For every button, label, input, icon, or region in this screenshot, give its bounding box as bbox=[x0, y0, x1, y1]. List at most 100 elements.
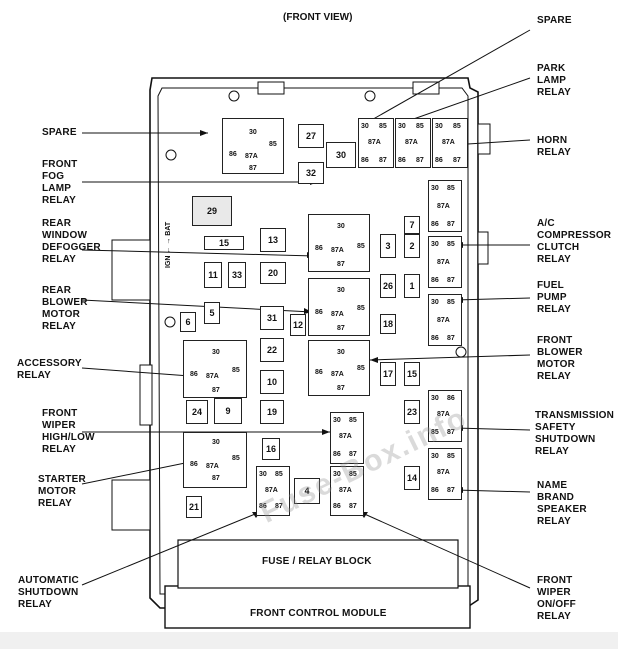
pin-30: 30 bbox=[431, 395, 439, 402]
label-front-wiper-on-off-relay: FRONT WIPER ON/OFF RELAY bbox=[537, 575, 576, 622]
fuse-22: 22 bbox=[260, 338, 284, 362]
label-ac-compressor-clutch-relay: A/C COMPRESSOR CLUTCH RELAY bbox=[537, 218, 612, 265]
pin-86: 86 bbox=[229, 151, 237, 158]
label-park-lamp-relay: PARK LAMP RELAY bbox=[537, 63, 571, 98]
fuse-26: 26 bbox=[380, 274, 396, 298]
pin-87: 87 bbox=[212, 387, 220, 394]
fuse-7: 7 bbox=[404, 216, 420, 234]
pin-85: 85 bbox=[232, 367, 240, 374]
pin-87: 87 bbox=[349, 503, 357, 510]
fuse-15: 15 bbox=[204, 236, 244, 250]
pin-30: 30 bbox=[337, 349, 345, 356]
view-title: (FRONT VIEW) bbox=[283, 12, 353, 23]
relay-starter-motor: 30 86 87A 85 87 bbox=[183, 432, 247, 488]
fuse-14: 14 bbox=[404, 466, 420, 490]
pin-87: 87 bbox=[275, 503, 283, 510]
fuse-1: 1 bbox=[404, 274, 420, 298]
pin-30: 30 bbox=[398, 123, 406, 130]
pin-87: 87 bbox=[337, 261, 345, 268]
pin-30: 30 bbox=[333, 471, 341, 478]
relay-accessory: 30 86 87A 85 87 bbox=[183, 340, 247, 398]
label-front-fog-lamp-relay: FRONT FOG LAMP RELAY bbox=[42, 159, 78, 206]
relay-front-wiper-high-low: 30 85 87A 86 87 bbox=[330, 412, 364, 464]
pin-85: 85 bbox=[453, 123, 461, 130]
fuse-18: 18 bbox=[380, 314, 396, 334]
fuse-29: 29 bbox=[192, 196, 232, 226]
pin-87a: 87A bbox=[437, 411, 450, 418]
pin-86: 86 bbox=[431, 277, 439, 284]
relay-fuel-pump: 30 85 87A 86 87 bbox=[428, 294, 462, 346]
pin-85: 85 bbox=[269, 141, 277, 148]
relay-automatic-shutdown: 30 85 87A 86 87 bbox=[256, 466, 290, 516]
pin-30: 30 bbox=[431, 453, 439, 460]
pin-87: 87 bbox=[447, 277, 455, 284]
pin-30: 30 bbox=[212, 439, 220, 446]
fuse-24: 24 bbox=[186, 400, 208, 424]
pin-85: 85 bbox=[431, 429, 439, 436]
pin-85: 85 bbox=[232, 455, 240, 462]
pin-85: 85 bbox=[447, 241, 455, 248]
fuse-13: 13 bbox=[260, 228, 286, 252]
fuse-19: 19 bbox=[260, 400, 284, 424]
pin-85: 85 bbox=[447, 299, 455, 306]
pin-30: 30 bbox=[431, 241, 439, 248]
pin-85: 85 bbox=[447, 185, 455, 192]
front-control-module-label: FRONT CONTROL MODULE bbox=[250, 608, 387, 619]
pin-85: 85 bbox=[416, 123, 424, 130]
pin-87a: 87A bbox=[339, 487, 352, 494]
pin-87: 87 bbox=[453, 157, 461, 164]
pin-87: 87 bbox=[249, 165, 257, 172]
label-name-brand-speaker-relay: NAME BRAND SPEAKER RELAY bbox=[537, 480, 587, 527]
relay-front-wiper-on-off: 30 85 87A 86 87 bbox=[330, 466, 364, 516]
pin-87a: 87A bbox=[405, 139, 418, 146]
pin-86: 86 bbox=[431, 335, 439, 342]
label-fuel-pump-relay: FUEL PUMP RELAY bbox=[537, 280, 571, 315]
fuse-31: 31 bbox=[260, 306, 284, 330]
label-transmission-safety-shutdown-relay: TRANSMISSION SAFETY SHUTDOWN RELAY bbox=[535, 410, 615, 457]
fuse-relay-block-label: FUSE / RELAY BLOCK bbox=[262, 556, 372, 567]
pin-87a: 87A bbox=[331, 311, 344, 318]
label-spare-right: SPARE bbox=[537, 15, 572, 26]
fuse-27: 27 bbox=[298, 124, 324, 148]
pin-87: 87 bbox=[416, 157, 424, 164]
fuse-33: 33 bbox=[228, 262, 246, 288]
fuse-9: 9 bbox=[214, 398, 242, 424]
fuse-16: 16 bbox=[262, 438, 280, 460]
label-front-wiper-high-low-relay: FRONT WIPER HIGH/LOW RELAY bbox=[42, 408, 95, 455]
pin-30: 30 bbox=[361, 123, 369, 130]
pin-87: 87 bbox=[337, 385, 345, 392]
pin-87: 87 bbox=[447, 221, 455, 228]
pin-87a: 87A bbox=[437, 469, 450, 476]
relay-ac-compressor-clutch: 30 85 87A 86 87 bbox=[428, 236, 462, 288]
pin-30: 30 bbox=[337, 287, 345, 294]
pin-87a: 87A bbox=[437, 259, 450, 266]
pin-86: 86 bbox=[190, 371, 198, 378]
pin-87a: 87A bbox=[368, 139, 381, 146]
pin-87a: 87A bbox=[442, 139, 455, 146]
fuse-23: 23 bbox=[404, 400, 420, 424]
relay-transmission-safety-shutdown: 30 86 87A 85 87 bbox=[428, 390, 462, 442]
pin-86: 86 bbox=[447, 395, 455, 402]
relay-rear-window-defogger: 30 86 87A 85 87 bbox=[308, 214, 370, 272]
label-spare-left: SPARE bbox=[42, 127, 77, 138]
fuse-20: 20 bbox=[260, 262, 286, 284]
label-rear-window-defogger-relay: REAR WINDOW DEFOGGER RELAY bbox=[42, 218, 101, 265]
label-starter-motor-relay: STARTER MOTOR RELAY bbox=[38, 474, 86, 509]
pin-86: 86 bbox=[435, 157, 443, 164]
label-horn-relay: HORN RELAY bbox=[537, 135, 571, 158]
pin-30: 30 bbox=[337, 223, 345, 230]
pin-85: 85 bbox=[275, 471, 283, 478]
pin-87a: 87A bbox=[245, 153, 258, 160]
pin-87a: 87A bbox=[331, 371, 344, 378]
relay-park-lamp: 30 85 87A 86 87 bbox=[395, 118, 431, 168]
pin-87a: 87A bbox=[206, 373, 219, 380]
fuse-12: 12 bbox=[290, 314, 306, 336]
pin-86: 86 bbox=[398, 157, 406, 164]
relay-horn: 30 85 87A 86 87 bbox=[432, 118, 468, 168]
pin-87: 87 bbox=[212, 475, 220, 482]
pin-87a: 87A bbox=[265, 487, 278, 494]
fuse-11: 11 bbox=[204, 262, 222, 288]
pin-87: 87 bbox=[349, 451, 357, 458]
pin-87a: 87A bbox=[437, 203, 450, 210]
pin-85: 85 bbox=[357, 243, 365, 250]
